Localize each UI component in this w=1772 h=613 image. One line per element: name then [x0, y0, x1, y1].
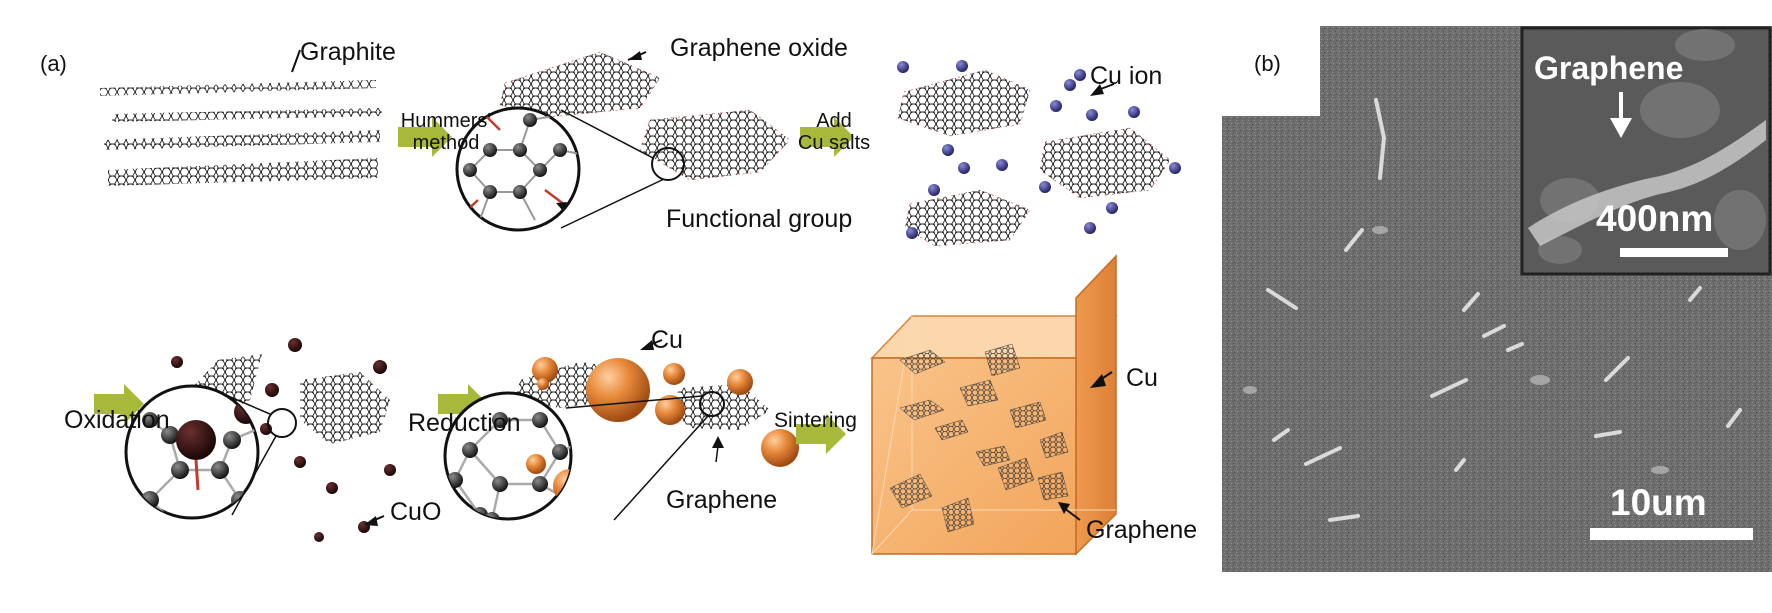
main-scale-label: 10um: [1610, 482, 1707, 523]
magnified-functional-group: [455, 106, 581, 232]
add-cu-salts-label: Add Cu salts: [784, 110, 884, 154]
add-line2: Cu salts: [797, 132, 871, 154]
inset-graphene-label: Graphene: [1534, 50, 1684, 86]
inset-scale-label: 400nm: [1596, 198, 1714, 239]
graphene-oxide-label: Graphene oxide: [670, 34, 848, 62]
panel-a-label: (a): [40, 51, 67, 76]
cu-graphene-scene: [515, 339, 799, 521]
hummers-line2: method: [412, 132, 480, 154]
sem-image: [1222, 26, 1772, 572]
arrow-oxidation: [94, 384, 144, 424]
add-line1: Add: [816, 110, 852, 132]
cu-ion-label: Cu ion: [1090, 62, 1163, 90]
cu-graphene-cube: [870, 254, 1118, 556]
sintering-label: Sintering: [774, 409, 857, 432]
graphite-stack: [100, 49, 382, 186]
functional-group-label: Functional group: [666, 205, 853, 233]
graphene-block-label: Graphene: [1086, 516, 1198, 544]
sem-inset: [1520, 26, 1772, 276]
oxidation-label: Oxidation: [64, 406, 170, 434]
cu-block-label: Cu: [1126, 364, 1158, 392]
arrow-add-cu: [800, 117, 854, 157]
graphene-middle-label: Graphene: [666, 486, 778, 514]
panel-b-label: (b): [1254, 51, 1281, 76]
hummers-method-label: Hummers' method: [394, 110, 498, 154]
cu-ion-scene: [897, 60, 1181, 247]
graphite-label: Graphite: [300, 38, 396, 66]
arrow-sintering: [796, 414, 846, 454]
reduction-label: Reduction: [408, 409, 521, 437]
cuo-label: CuO: [390, 498, 442, 526]
cu-particles-label: Cu: [651, 326, 683, 354]
graphene-oxide-sheets: [499, 51, 791, 229]
hummers-line1: Hummers': [400, 110, 492, 132]
arrow-hummers: [398, 117, 452, 157]
